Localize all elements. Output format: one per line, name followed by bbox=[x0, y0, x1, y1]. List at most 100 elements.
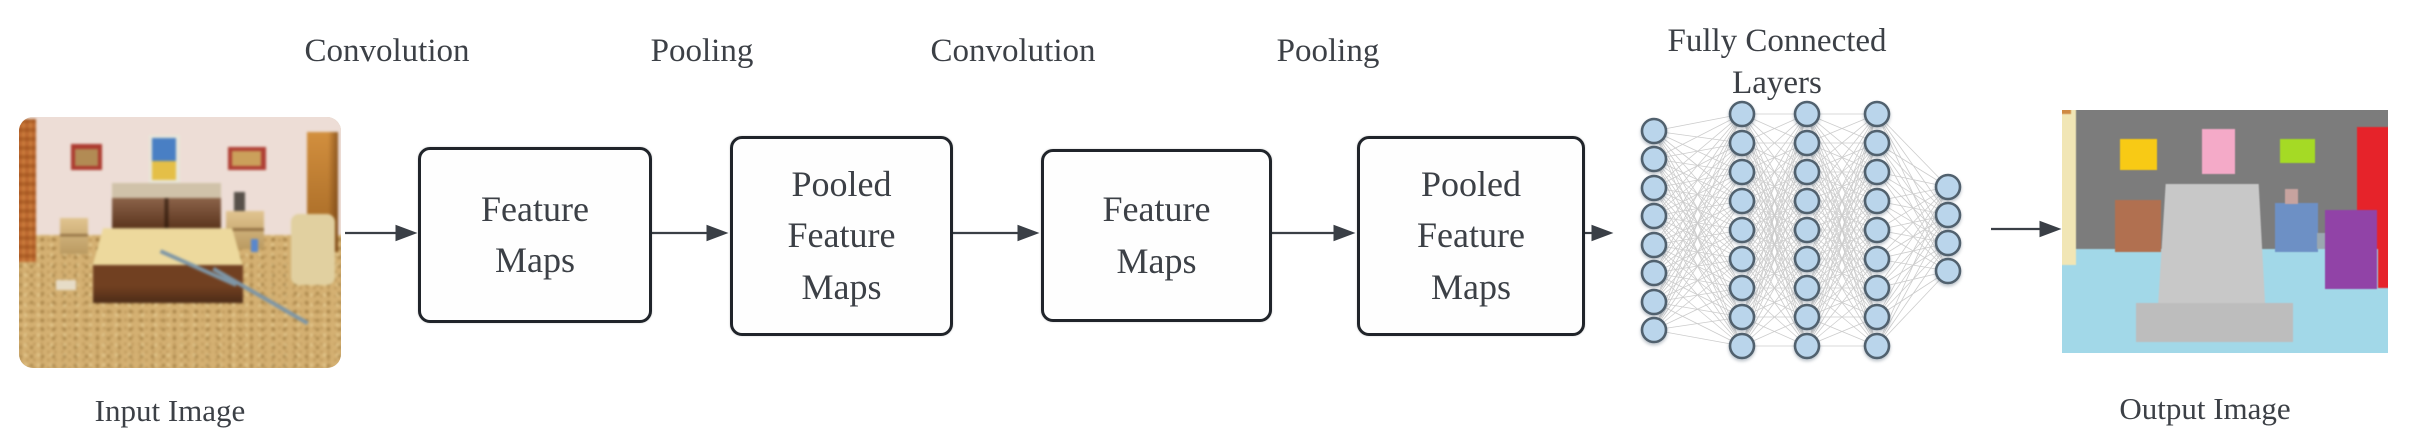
network-edge bbox=[1653, 258, 1743, 331]
flow-arrows bbox=[345, 220, 2062, 242]
network-node bbox=[1728, 274, 1756, 302]
seg-bed-lower bbox=[2136, 303, 2293, 343]
input-image-content bbox=[19, 117, 341, 368]
network-node bbox=[1934, 229, 1962, 257]
input-image-caption: Input Image bbox=[94, 393, 246, 428]
network-edge bbox=[1806, 113, 1878, 173]
input-image bbox=[19, 117, 341, 368]
network-node bbox=[1863, 100, 1891, 128]
seg-wall-mark-1 bbox=[2317, 232, 2325, 250]
network-edge bbox=[1653, 171, 1743, 331]
network-node bbox=[1728, 245, 1756, 273]
output-image-caption: Output Image bbox=[2119, 391, 2291, 426]
network-edge bbox=[1876, 214, 1949, 347]
network-edge bbox=[1653, 287, 1743, 331]
seg-lamp-mark bbox=[2285, 188, 2299, 205]
network-edge bbox=[1653, 244, 1743, 347]
network-node bbox=[1728, 303, 1756, 331]
stage-label-text: Convolution bbox=[304, 33, 470, 69]
network-edge bbox=[1653, 113, 1743, 331]
network-node bbox=[1793, 100, 1821, 128]
seg-door-strip bbox=[2062, 110, 2077, 266]
network-node bbox=[1863, 187, 1891, 215]
seg-nightstand-brown bbox=[2114, 200, 2161, 252]
flow-arrow-head bbox=[1591, 224, 1614, 242]
network-edge bbox=[1806, 113, 1878, 202]
network-edge bbox=[1653, 113, 1743, 217]
feature-maps-box-1: Feature Maps bbox=[418, 147, 652, 323]
stage-label-text: Pooling bbox=[650, 33, 754, 69]
flow-arrow-head bbox=[395, 224, 418, 242]
network-node bbox=[1640, 231, 1668, 259]
network-edge bbox=[1741, 113, 1808, 347]
flow-arrow-head bbox=[2039, 220, 2062, 238]
feature-maps-box-2: Feature Maps bbox=[1041, 149, 1272, 322]
network-edge bbox=[1876, 270, 1949, 347]
network-edge bbox=[1876, 142, 1949, 188]
network-node bbox=[1863, 216, 1891, 244]
stage-label-text: Layers bbox=[1732, 64, 1822, 101]
network-node bbox=[1793, 303, 1821, 331]
photo-blue-bottle bbox=[250, 238, 259, 252]
network-node bbox=[1728, 129, 1756, 157]
pooled-feature-maps-box-1: Pooled Feature Maps bbox=[730, 136, 953, 336]
photo-chair bbox=[290, 214, 336, 286]
network-edge bbox=[1653, 113, 1743, 303]
flow-arrow-head bbox=[1333, 224, 1356, 242]
photo-headboard bbox=[112, 198, 222, 230]
network-edge bbox=[1806, 113, 1878, 347]
network-nodes bbox=[1640, 100, 1962, 360]
photo-nightstand-left bbox=[59, 217, 88, 255]
network-edge bbox=[1876, 186, 1949, 318]
seg-door-red-lower bbox=[2377, 249, 2388, 288]
network-edge bbox=[1876, 142, 1949, 244]
network-edge bbox=[1653, 301, 1743, 347]
box-label: Pooled Feature Maps bbox=[787, 164, 896, 307]
network-edge bbox=[1806, 287, 1878, 347]
network-node bbox=[1793, 332, 1821, 360]
network-edge bbox=[1653, 229, 1743, 331]
network-node bbox=[1640, 316, 1668, 344]
photo-floor-paper bbox=[56, 280, 77, 291]
seg-bed-upper bbox=[2158, 183, 2266, 304]
network-edge bbox=[1876, 186, 1949, 260]
network-edge bbox=[1876, 186, 1949, 289]
stage-label-pooling-1: Pooling bbox=[651, 33, 754, 70]
box-label: Pooled Feature Maps bbox=[1417, 164, 1525, 307]
network-node bbox=[1640, 117, 1668, 145]
stage-label-pooling-2: Pooling bbox=[1277, 33, 1380, 70]
flow-arrow-head bbox=[1017, 224, 1040, 242]
stage-label-fully-connected: Fully Connected Layers bbox=[1667, 21, 1886, 105]
network-node bbox=[1934, 201, 1962, 229]
photo-poster-blue bbox=[152, 138, 177, 161]
seg-picture-yellow bbox=[2119, 138, 2157, 170]
photo-headboard-top bbox=[112, 182, 222, 200]
network-node bbox=[1728, 332, 1756, 360]
network-node bbox=[1793, 274, 1821, 302]
flow-arrow-head bbox=[706, 224, 729, 242]
network-edge bbox=[1653, 244, 1743, 318]
network-node bbox=[1793, 158, 1821, 186]
seg-picture-green bbox=[2280, 138, 2316, 163]
photo-picture-left-art bbox=[75, 148, 99, 166]
output-image bbox=[2062, 110, 2388, 353]
photo-lamp bbox=[234, 191, 245, 212]
network-node bbox=[1793, 216, 1821, 244]
network-node bbox=[1640, 145, 1668, 173]
network-edge bbox=[1653, 113, 1743, 274]
network-node bbox=[1793, 245, 1821, 273]
box-label: Feature Maps bbox=[1102, 189, 1211, 281]
stage-label-text: Fully Connected bbox=[1667, 23, 1887, 59]
network-node bbox=[1640, 174, 1668, 202]
network-node bbox=[1863, 303, 1891, 331]
seg-door-strip-top bbox=[2062, 110, 2071, 115]
network-node bbox=[1863, 274, 1891, 302]
seg-picture-pink bbox=[2201, 128, 2235, 174]
output-image-content bbox=[2062, 110, 2388, 353]
network-edge bbox=[1741, 113, 1808, 202]
network-node bbox=[1728, 100, 1756, 128]
network-edge bbox=[1741, 229, 1808, 347]
network-edge bbox=[1876, 186, 1949, 231]
network-node bbox=[1863, 158, 1891, 186]
